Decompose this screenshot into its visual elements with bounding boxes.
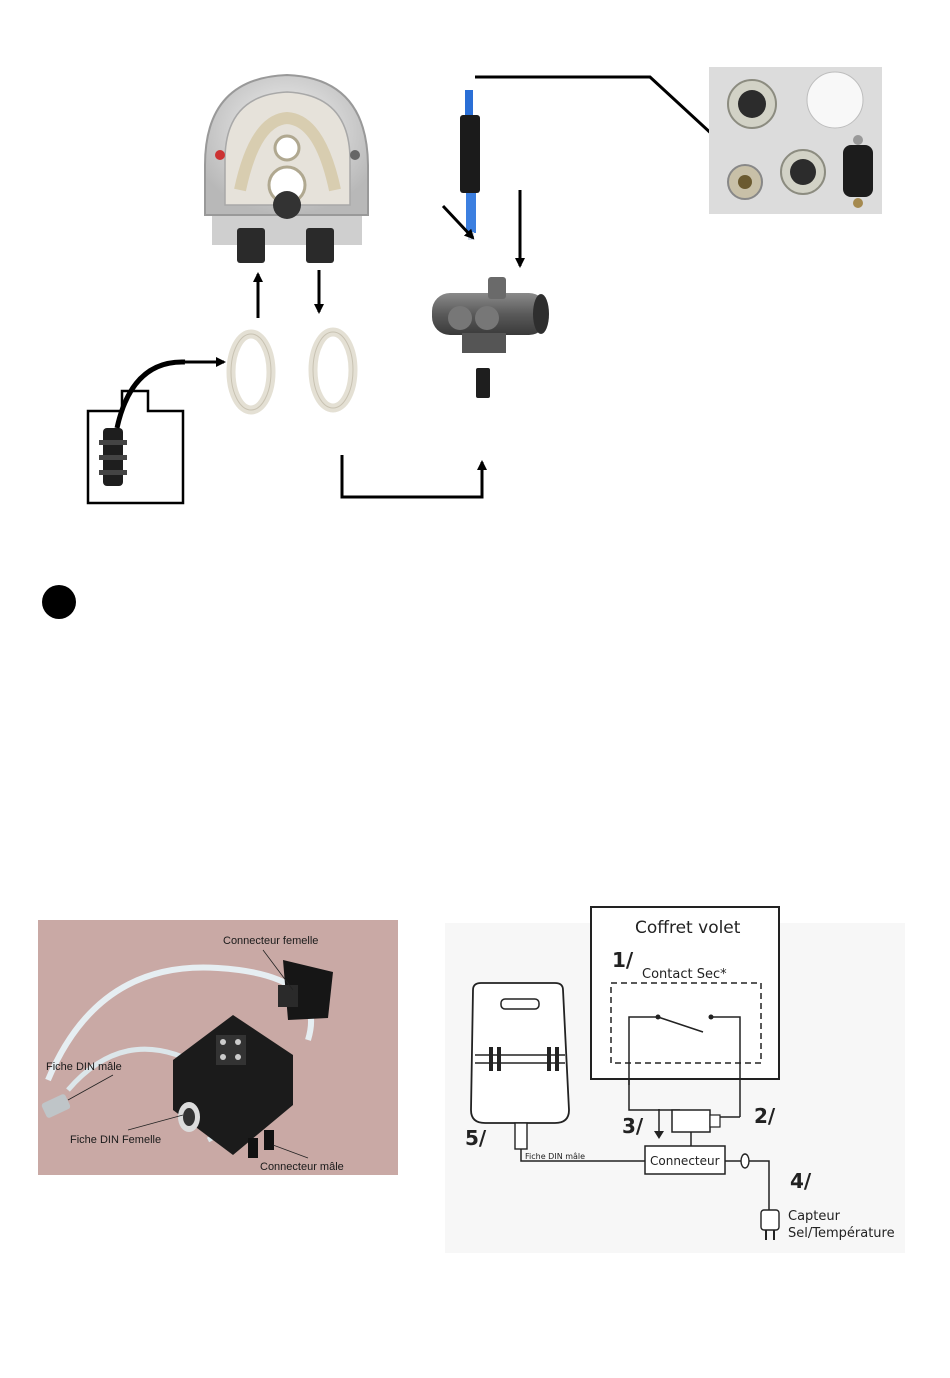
dry-contact-label: Contact Sec* <box>642 967 727 982</box>
sensor-label-line1: Capteur <box>788 1209 841 1224</box>
step-1-label: 1/ <box>612 948 634 972</box>
connector-label: Connecteur <box>650 1154 720 1168</box>
din-plug-label: Fiche DIN mâle <box>525 1152 585 1161</box>
section-bullet <box>42 585 76 619</box>
box-title: Coffret volet <box>635 918 741 938</box>
injection-return-line <box>342 455 482 497</box>
pump-assembly-diagram <box>0 0 950 560</box>
injection-tube-coil <box>313 332 353 408</box>
peristaltic-pump-photo <box>205 75 368 263</box>
connector-kit-photo: Connecteur femelle Fiche DIN mâle Fiche … <box>38 920 398 1175</box>
probe-chamber-photo <box>432 277 549 398</box>
label-din-female: Fiche DIN Femelle <box>70 1134 161 1146</box>
chemical-container <box>88 391 183 503</box>
step-3-label: 3/ <box>622 1114 644 1138</box>
step-2-label: 2/ <box>754 1104 776 1128</box>
wiring-diagram: Coffret volet 1/ Contact Sec* 2/ 3/ Conn… <box>445 905 915 1255</box>
sensor-label-line2: Sel/Température <box>788 1226 895 1241</box>
step-4-label: 4/ <box>790 1169 812 1193</box>
ph-probe-photo <box>460 90 480 240</box>
label-male-connector: Connecteur mâle <box>260 1161 344 1173</box>
suction-tube-coil <box>231 334 271 410</box>
step-5-label: 5/ <box>465 1126 487 1150</box>
connector-panel-photo <box>709 67 882 214</box>
label-din-male: Fiche DIN mâle <box>46 1061 122 1073</box>
label-female-connector: Connecteur femelle <box>223 935 318 947</box>
probe-cable-line <box>475 77 740 160</box>
